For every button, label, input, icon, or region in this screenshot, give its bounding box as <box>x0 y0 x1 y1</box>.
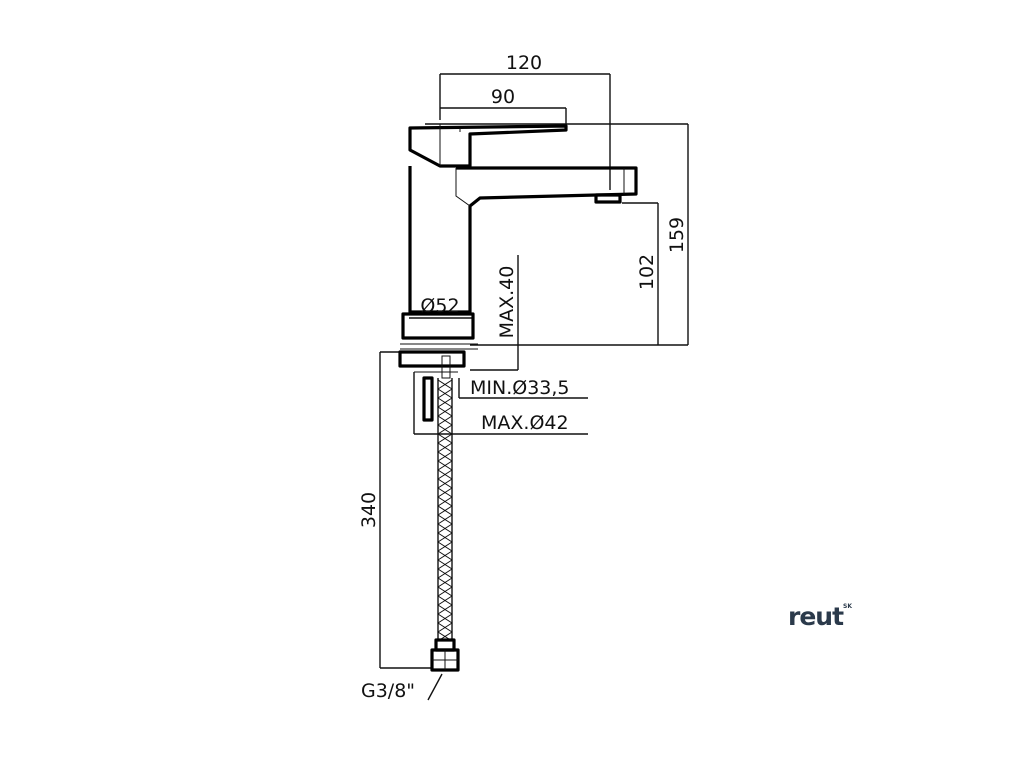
logo-text: reut <box>788 602 844 631</box>
hose-braid-line <box>437 451 453 462</box>
hose-braid-line <box>437 505 453 516</box>
hose-braid-line <box>437 415 453 426</box>
body-column <box>408 166 638 314</box>
hose-braid-line <box>437 487 453 498</box>
hose-braid-line <box>437 541 453 552</box>
hose-braid-line <box>437 622 453 633</box>
base-ring <box>401 312 475 340</box>
dim-height-overall: 159 <box>666 217 688 253</box>
dim-base-diameter: Ø52 <box>420 295 459 317</box>
hose-braid-line <box>437 532 453 543</box>
dim-hole-min: MIN.Ø33,5 <box>470 377 570 399</box>
dim-spout-height: 102 <box>636 254 658 290</box>
threaded-rod <box>422 376 434 422</box>
hose-braid-line <box>437 523 453 534</box>
logo-superscript: SK <box>843 603 852 610</box>
hose-braid-line <box>437 433 453 444</box>
hose-braid-line <box>437 388 453 399</box>
hose-braid-line <box>437 577 453 588</box>
hose-braid-line <box>437 595 453 606</box>
hose-braid-line <box>437 406 453 417</box>
lever-handle <box>408 124 568 168</box>
aerator <box>594 193 622 204</box>
hose-braid-line <box>437 604 453 615</box>
brand-logo: reut SK <box>788 602 852 631</box>
dim-connection: G3/8" <box>361 680 415 702</box>
hose-braid-line <box>437 613 453 624</box>
hose-braid-line <box>437 379 453 390</box>
hose-braid-line <box>437 424 453 435</box>
dim-hose-length: 340 <box>358 492 380 528</box>
hose-braid-line <box>437 397 453 408</box>
dim-hole-max: MAX.Ø42 <box>481 412 569 434</box>
hose-braid-line <box>437 550 453 561</box>
fixing-plate <box>398 350 466 368</box>
dim-lever-length: 90 <box>491 86 515 108</box>
hose-nut <box>430 638 460 672</box>
dim-deck-max: MAX.40 <box>496 266 518 339</box>
braided-hose <box>437 378 453 642</box>
faucet-body <box>398 124 638 422</box>
hose-braid-line <box>437 514 453 525</box>
hose-braid-line <box>437 568 453 579</box>
dimension-lines <box>379 73 689 701</box>
hose-braid-line <box>437 559 453 570</box>
dim-width-overall: 120 <box>506 52 542 74</box>
hose-braid-line <box>437 478 453 489</box>
hose-braid-line <box>437 586 453 597</box>
hose-braid-line <box>437 469 453 480</box>
hose-braid-line <box>437 442 453 453</box>
hose-braid-line <box>437 460 453 471</box>
hose-braid-line <box>437 496 453 507</box>
